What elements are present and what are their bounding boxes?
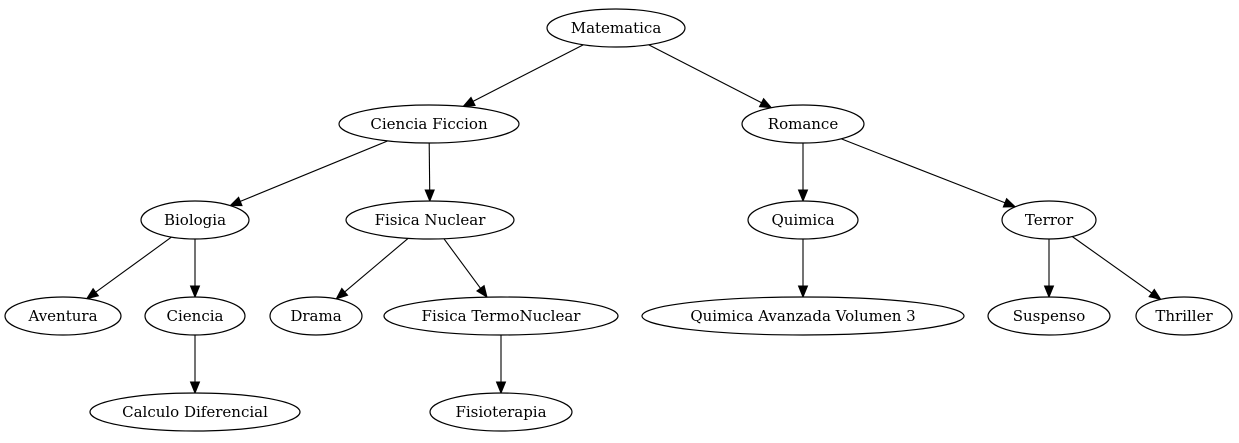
node-ellipse xyxy=(89,392,301,432)
arrowhead-icon xyxy=(495,381,507,395)
edge-matematica-to-romance xyxy=(648,44,773,109)
node-aventura: Aventura xyxy=(4,296,122,336)
arrowhead-icon xyxy=(462,96,476,108)
node-label: Calculo Diferencial xyxy=(122,403,268,421)
node-ellipse xyxy=(269,296,363,336)
arrowhead-icon xyxy=(335,287,349,300)
edge-fisica-nuclear-to-drama xyxy=(335,237,409,300)
arrowhead-icon xyxy=(424,189,435,203)
node-label: Ciencia Ficcion xyxy=(370,115,488,133)
node-ellipse xyxy=(747,200,859,240)
node-matematica: Matematica xyxy=(546,8,686,48)
edge-biologia-to-ciencia xyxy=(189,239,201,299)
node-ellipse xyxy=(987,296,1111,336)
edge-line xyxy=(1071,236,1153,294)
edge-fisica-termonuclear-to-fisioterapia xyxy=(495,335,507,395)
node-label: Quimica Avanzada Volumen 3 xyxy=(690,307,915,325)
node-quimica-avanzada: Quimica Avanzada Volumen 3 xyxy=(641,296,965,336)
node-label: Thriller xyxy=(1155,307,1213,325)
arrowhead-icon xyxy=(228,196,243,207)
node-label: Ciencia xyxy=(167,307,224,325)
node-label: Fisica Nuclear xyxy=(375,211,487,229)
node-ellipse xyxy=(345,200,515,240)
node-ellipse xyxy=(429,392,573,432)
edge-biologia-to-aventura xyxy=(85,236,172,300)
edge-line xyxy=(344,237,409,293)
node-label: Fisica TermoNuclear xyxy=(422,307,582,325)
arrowhead-icon xyxy=(797,189,809,203)
node-thriller: Thriller xyxy=(1135,296,1233,336)
node-ellipse xyxy=(140,200,250,240)
node-label: Suspenso xyxy=(1013,307,1086,325)
node-label: Romance xyxy=(768,115,839,133)
arrowhead-icon xyxy=(85,287,100,300)
node-label: Matematica xyxy=(571,19,662,37)
arrowhead-icon xyxy=(758,97,773,109)
edge-line xyxy=(443,238,481,289)
node-ellipse xyxy=(338,104,520,144)
edge-line xyxy=(240,140,389,202)
edge-terror-to-thriller xyxy=(1071,236,1162,301)
edge-line xyxy=(428,142,431,191)
arrowhead-icon xyxy=(1148,288,1162,301)
arrowhead-icon xyxy=(476,284,488,299)
node-terror: Terror xyxy=(1001,200,1097,240)
edge-line xyxy=(95,236,172,293)
edge-terror-to-suspenso xyxy=(1043,239,1055,299)
edge-matematica-to-ciencia-ficcion xyxy=(462,44,584,108)
edge-romance-to-terror xyxy=(840,138,1017,208)
node-fisica-termonuclear: Fisica TermoNuclear xyxy=(383,296,619,336)
node-ellipse xyxy=(144,296,246,336)
arrowhead-icon xyxy=(189,381,201,395)
node-suspenso: Suspenso xyxy=(987,296,1111,336)
edge-ciencia-ficcion-to-fisica-nuclear xyxy=(424,142,435,203)
node-ellipse xyxy=(741,104,865,144)
node-drama: Drama xyxy=(269,296,363,336)
node-quimica: Quimica xyxy=(747,200,859,240)
node-ellipse xyxy=(546,8,686,48)
edges-layer xyxy=(85,44,1162,395)
node-ciencia: Ciencia xyxy=(144,296,246,336)
edge-ciencia-ficcion-to-biologia xyxy=(228,140,389,207)
node-calculo-diferencial: Calculo Diferencial xyxy=(89,392,301,432)
edge-ciencia-to-calculo-diferencial xyxy=(189,335,201,395)
node-ellipse xyxy=(4,296,122,336)
node-ellipse xyxy=(1135,296,1233,336)
node-ellipse xyxy=(641,296,965,336)
node-label: Aventura xyxy=(27,307,97,325)
node-label: Terror xyxy=(1025,211,1074,229)
edge-line xyxy=(648,44,762,104)
edge-romance-to-quimica xyxy=(797,143,809,203)
node-fisioterapia: Fisioterapia xyxy=(429,392,573,432)
arrowhead-icon xyxy=(797,285,809,299)
edge-line xyxy=(472,44,584,102)
node-ellipse xyxy=(1001,200,1097,240)
node-label: Fisioterapia xyxy=(455,403,546,421)
edge-quimica-to-quimica-avanzada xyxy=(797,239,809,299)
node-ellipse xyxy=(383,296,619,336)
arrowhead-icon xyxy=(1002,197,1017,208)
node-romance: Romance xyxy=(741,104,865,144)
edge-fisica-nuclear-to-fisica-termonuclear xyxy=(443,238,488,299)
node-ciencia-ficcion: Ciencia Ficcion xyxy=(338,104,520,144)
node-label: Biologia xyxy=(164,211,226,229)
arrowhead-icon xyxy=(1043,285,1055,299)
node-fisica-nuclear: Fisica Nuclear xyxy=(345,200,515,240)
node-biologia: Biologia xyxy=(140,200,250,240)
edge-line xyxy=(840,138,1006,204)
node-label: Quimica xyxy=(771,211,834,229)
node-label: Drama xyxy=(290,307,341,325)
arrowhead-icon xyxy=(189,285,201,299)
